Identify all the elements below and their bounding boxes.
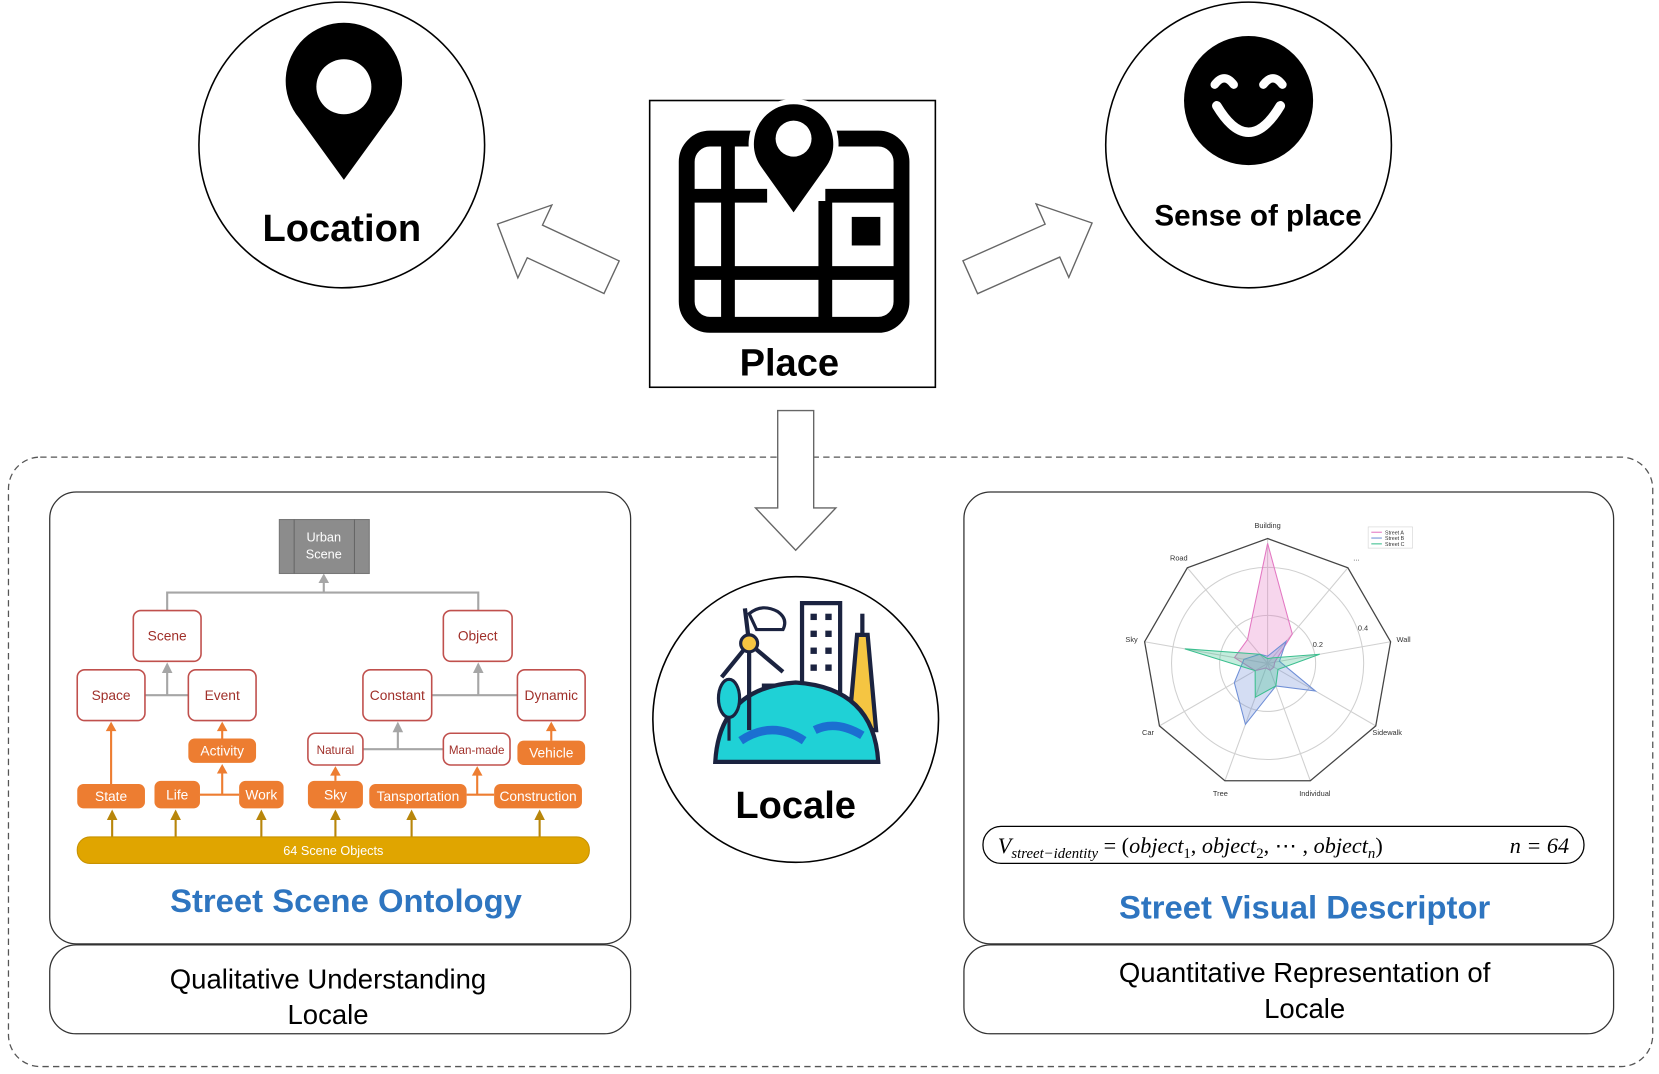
- descriptor-title: Street Visual Descriptor: [1119, 888, 1490, 925]
- ontology-node-transportation: Tansportation: [369, 784, 467, 809]
- svg-text:Scene: Scene: [148, 629, 187, 644]
- svg-text:Object: Object: [458, 629, 498, 644]
- locale-container: [7, 456, 1654, 1068]
- arrow-to-locale: [753, 409, 838, 552]
- quantitative-caption-box: [963, 944, 1615, 1035]
- ontology-node-object: Object: [442, 609, 513, 663]
- svg-text:Urban: Urban: [306, 531, 341, 545]
- arrow-to-sense-of-place: [962, 202, 1093, 295]
- ontology-node-natural: Natural: [307, 732, 364, 766]
- radar-series-2: [1233, 639, 1318, 726]
- ontology-node-man-made: Man-made: [442, 732, 511, 766]
- radar-spoke: [1267, 663, 1311, 781]
- ontology-links: [105, 573, 557, 837]
- n-expression: n = 64: [1510, 833, 1569, 858]
- ontology-node-event: Event: [187, 668, 257, 722]
- radar-axis-label: ...: [1353, 553, 1359, 562]
- ontology-node-scene: Scene: [132, 609, 202, 663]
- legend-label: Street B: [1385, 536, 1405, 542]
- radar-axis-label: Individual: [1299, 789, 1331, 798]
- ontology-title: Street Scene Ontology: [170, 882, 522, 919]
- ontology-node-dynamic: Dynamic: [516, 668, 586, 722]
- ontology-node-vehicle: Vehicle: [517, 740, 586, 766]
- descriptor-panel: [963, 491, 1615, 945]
- svg-text:Construction: Construction: [499, 789, 576, 804]
- radar-spoke: [1267, 641, 1391, 664]
- ontology-node-construction: Construction: [494, 784, 582, 809]
- radar-axis-label: Wall: [1397, 635, 1411, 644]
- quantitative-caption-line1: Quantitative Representation of: [1119, 957, 1491, 988]
- legend-label: Street C: [1385, 542, 1405, 548]
- qualitative-caption-line2: Locale: [287, 999, 368, 1030]
- quantitative-caption-line2: Locale: [1264, 993, 1345, 1024]
- radar-axis-label: Tree: [1213, 789, 1228, 798]
- locale-node: Locale: [652, 575, 940, 864]
- smiley-icon: [1184, 35, 1314, 166]
- city-globe-icon: [713, 601, 881, 764]
- radar-series-3: [1184, 648, 1320, 699]
- svg-text:Vehicle: Vehicle: [529, 746, 574, 761]
- ontology-node-constant: Constant: [362, 668, 433, 722]
- sense-of-place-node: Sense of place: [1104, 1, 1393, 289]
- svg-text:Tansportation: Tansportation: [377, 789, 460, 804]
- svg-text:Sky: Sky: [324, 787, 347, 802]
- radar-spoke: [1144, 641, 1268, 664]
- svg-text:Event: Event: [205, 688, 240, 703]
- radar-spoke: [1224, 663, 1269, 781]
- radar-axis-label: Building: [1254, 521, 1280, 530]
- location-node: Location: [198, 1, 486, 289]
- svg-text:Space: Space: [92, 688, 131, 703]
- radar-frame: [1143, 537, 1392, 782]
- radar-spoke: [1186, 567, 1269, 664]
- ontology-node-activity: Activity: [188, 738, 257, 763]
- legend-label: Street A: [1385, 530, 1404, 536]
- svg-text:Activity: Activity: [200, 743, 244, 758]
- svg-text:Life: Life: [166, 787, 189, 802]
- svg-text:Scene: Scene: [306, 548, 342, 562]
- ontology-root: Urban Scene: [278, 518, 370, 575]
- sense-of-place-label: Sense of place: [1154, 199, 1361, 232]
- ontology-panel: [49, 491, 632, 945]
- place-label: Place: [740, 343, 840, 385]
- svg-text:Man-made: Man-made: [449, 744, 505, 757]
- ontology-base-bar: [76, 836, 590, 864]
- svg-text:State: State: [95, 789, 127, 804]
- ontology-node-space: Space: [76, 668, 146, 722]
- svg-text:Constant: Constant: [370, 688, 425, 703]
- radar-tick-label: 0.4: [1358, 624, 1368, 633]
- radar-axis-label: Road: [1170, 553, 1188, 562]
- ontology-node-sky: Sky: [307, 780, 363, 809]
- radar-spoke: [1159, 662, 1268, 727]
- locale-label: Locale: [735, 785, 856, 827]
- place-node: Place: [648, 99, 937, 389]
- map-icon: [678, 99, 910, 333]
- qualitative-caption-line1: Qualitative Understanding: [170, 963, 486, 994]
- radar-axis-label: Sidewalk: [1372, 728, 1402, 737]
- radar-axis-label: Car: [1142, 728, 1154, 737]
- svg-text:Work: Work: [245, 787, 277, 802]
- radar-axis-label: Sky: [1125, 635, 1138, 644]
- radar-tick-label: 0.2: [1313, 640, 1323, 649]
- ontology-node-work: Work: [239, 780, 284, 809]
- map-pin-icon: [285, 22, 403, 180]
- ontology-base-label: 64 Scene Objects: [283, 844, 383, 858]
- ontology-node-life: Life: [154, 780, 200, 809]
- svg-text:Dynamic: Dynamic: [525, 688, 579, 703]
- radar-spoke: [1267, 567, 1349, 664]
- qualitative-caption-box: [49, 944, 632, 1035]
- radar-spoke: [1267, 662, 1377, 727]
- location-label: Location: [262, 208, 421, 250]
- ontology-node-state: State: [77, 784, 145, 809]
- svg-text:Natural: Natural: [317, 744, 354, 757]
- arrow-to-location: [496, 203, 621, 295]
- identity-formula: Vstreet−identity = (object1, object2, ⋯ …: [998, 833, 1383, 862]
- formula-box: [982, 825, 1585, 865]
